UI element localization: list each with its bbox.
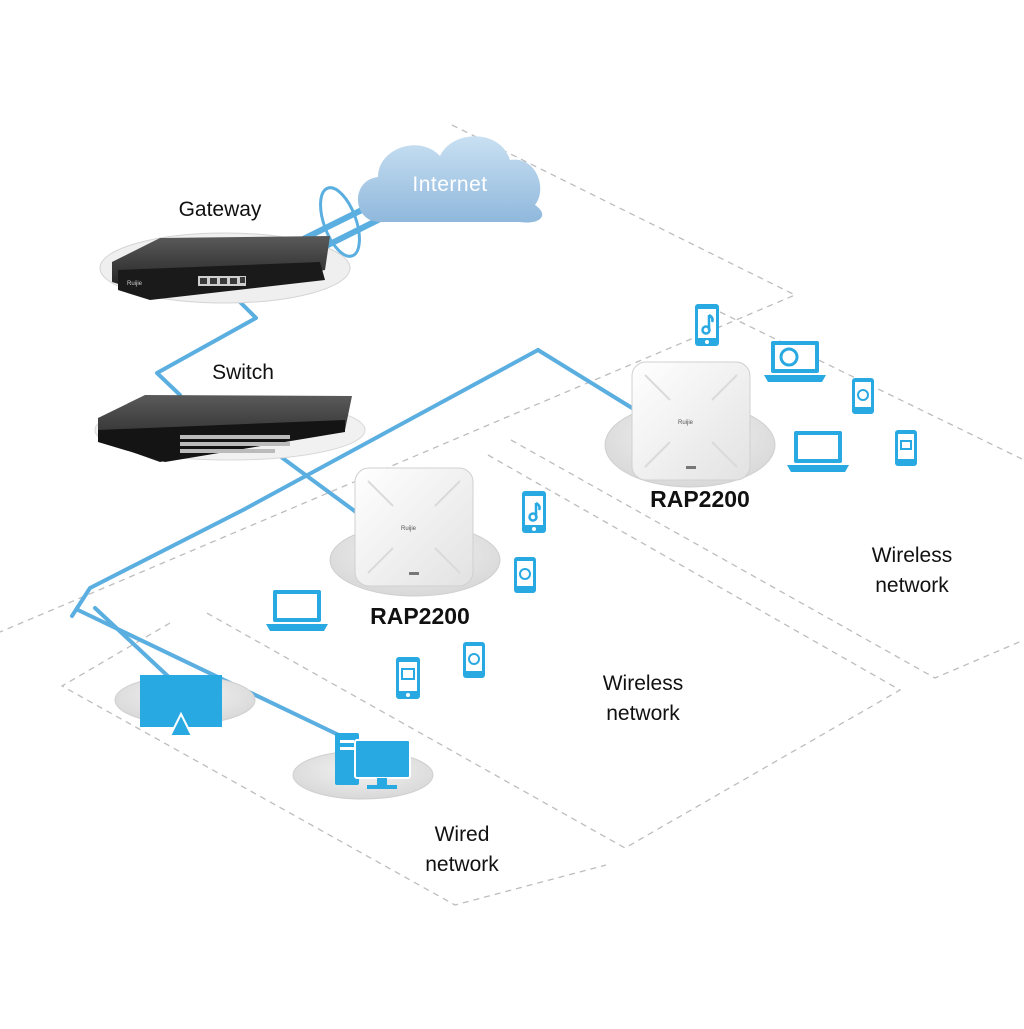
switch-label: Switch (212, 361, 274, 384)
internet-label: Internet (412, 173, 488, 196)
cloud-icon (357, 136, 543, 223)
video-icon (519, 568, 531, 580)
smartphone-icon (396, 657, 420, 699)
browser-icon (779, 347, 799, 367)
tablet-icon (463, 642, 485, 678)
desktop-computer-icon (335, 733, 411, 789)
laptop-icon (266, 590, 328, 631)
wireless-right-label-line1: Wireless (871, 544, 953, 567)
tablet-icon (514, 557, 536, 593)
gateway-label: Gateway (178, 198, 262, 221)
laptop-icon (764, 341, 826, 382)
network-links (70, 298, 634, 740)
zone-wireless-center (204, 454, 902, 849)
video-icon (857, 389, 869, 401)
tablet-icon (852, 378, 874, 414)
devices-wired (140, 675, 411, 789)
devices-center (266, 491, 546, 699)
access-point-center: Ruijie (354, 467, 474, 587)
video-icon (468, 653, 480, 665)
zone-internet (0, 124, 797, 633)
gateway-logo: Ruijie (127, 281, 143, 287)
smartphone-icon (522, 491, 546, 533)
ap-right-label: RAP2200 (650, 486, 750, 512)
wireless-right-label-line2: network (875, 574, 949, 597)
zone-wired (60, 622, 607, 906)
smartphone-icon (695, 304, 719, 346)
image-icon (900, 440, 912, 450)
link-gateway-switch (155, 298, 258, 397)
access-point-icon: Ruijie Ruijie (354, 361, 751, 587)
image-icon (401, 668, 415, 680)
wired-label-line1: Wired (434, 823, 490, 846)
gateway-icon: Ruijie (99, 232, 351, 304)
link-to-desktop (76, 608, 347, 740)
wireless-center-label-line2: network (606, 702, 680, 725)
wireless-center-label-line1: Wireless (602, 672, 684, 695)
link-backbone (70, 348, 540, 618)
monitor-icon (140, 675, 222, 737)
link-switch-ap-right (536, 348, 634, 410)
link-to-display (93, 606, 174, 682)
zone-wireless-right (510, 311, 1024, 679)
devices-right (695, 304, 917, 472)
wired-label-line2: network (425, 853, 499, 876)
ap-center-label: RAP2200 (370, 603, 470, 629)
ap-right-logo: Ruijie (678, 420, 694, 426)
access-point-right: Ruijie (631, 361, 751, 481)
laptop-icon (787, 431, 849, 472)
ap-center-logo: Ruijie (401, 526, 417, 532)
tablet-icon (895, 430, 917, 466)
switch-icon (94, 395, 366, 462)
